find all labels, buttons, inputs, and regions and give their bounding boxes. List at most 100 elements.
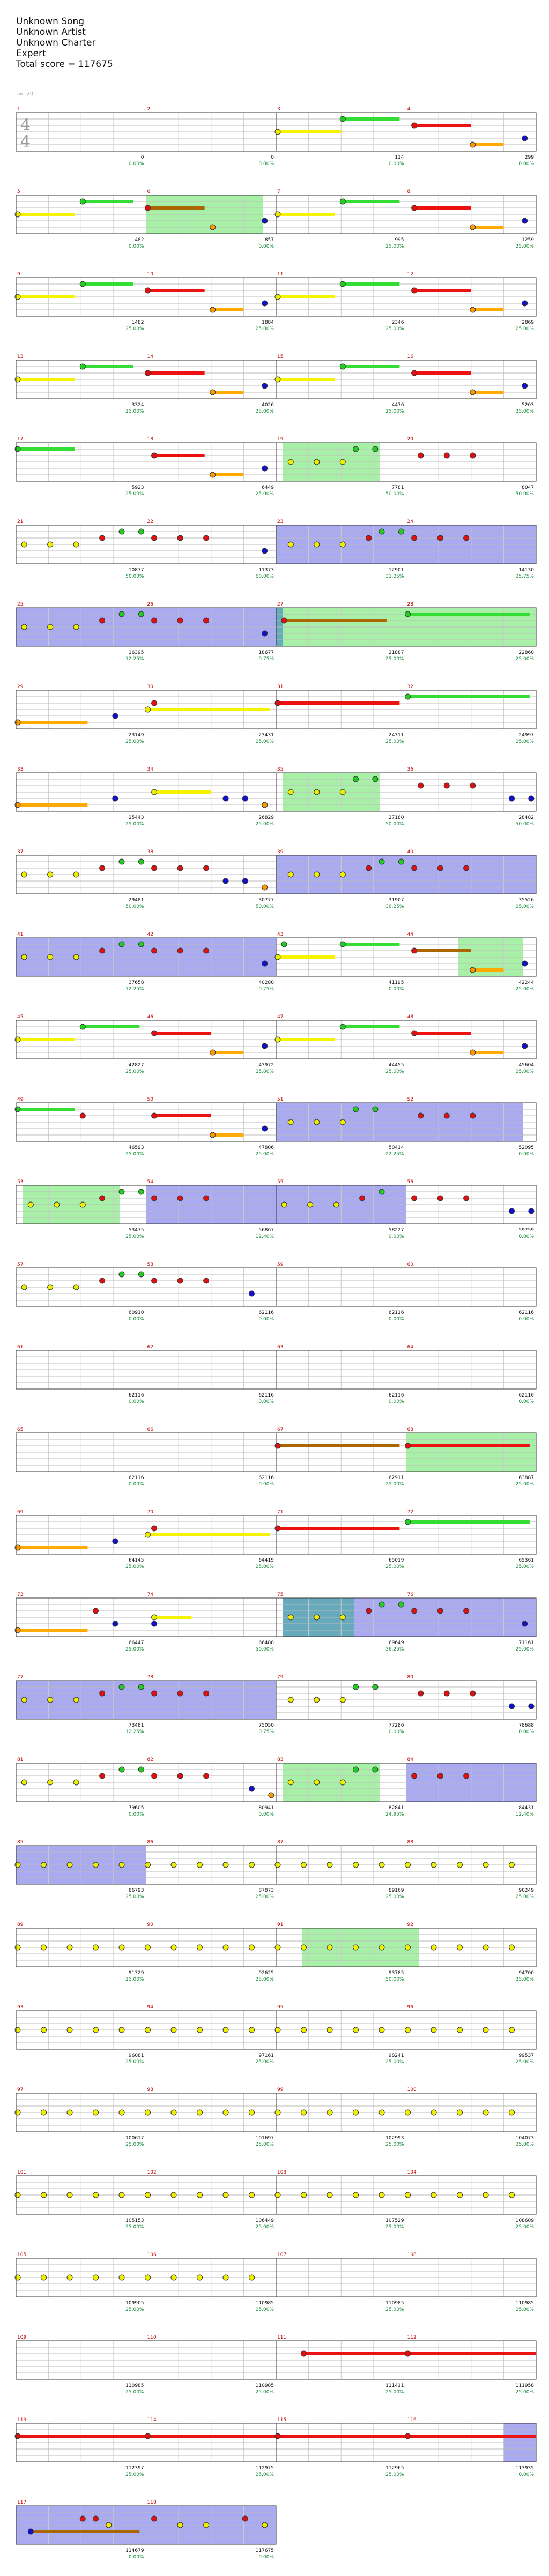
note-gem (405, 1944, 411, 1951)
measure-number: 50 (147, 1097, 154, 1102)
staff-frame (16, 112, 537, 152)
measure-score: 857 (265, 237, 274, 243)
note-gem (222, 2109, 229, 2116)
note-gem (509, 1208, 515, 1214)
staff-frame (16, 525, 537, 564)
note-gem (314, 1697, 320, 1703)
note-gem (99, 947, 106, 954)
measure-score: 46593 (129, 1145, 144, 1151)
measure-number: 32 (407, 684, 413, 690)
measure-score: 99537 (518, 2053, 534, 2058)
note-gem (118, 2274, 125, 2281)
note-gem (262, 383, 268, 389)
measure-number: 94 (147, 2005, 154, 2010)
measure-score: 112397 (125, 2466, 144, 2471)
measure-percent: 25.00% (516, 2142, 535, 2147)
measure-percent: 12.25% (125, 656, 144, 662)
note-gem (145, 287, 151, 294)
note-gem (470, 141, 476, 148)
note-gem (398, 858, 404, 865)
measure-score: 86793 (129, 1888, 144, 1893)
note-gem (203, 1690, 210, 1697)
note-sustain (276, 1038, 335, 1041)
measure-number: 19 (277, 437, 284, 442)
note-gem (197, 1862, 203, 1868)
note-gem (47, 1284, 54, 1290)
note-gem (301, 1944, 307, 1951)
note-sustain (406, 613, 530, 616)
measure-number: 21 (17, 519, 23, 525)
note-gem (93, 2192, 99, 2198)
note-gem (41, 2027, 47, 2033)
measure-percent: 25.00% (125, 2472, 144, 2477)
note-gem (99, 865, 106, 871)
measure-number: 60 (407, 1262, 414, 1267)
measure-number: 30 (147, 684, 154, 690)
measure-score: 108609 (516, 2218, 535, 2223)
note-gem (443, 782, 450, 789)
note-gem (138, 858, 144, 865)
note-gem (418, 1112, 424, 1119)
note-gem (457, 2027, 463, 2033)
staff-frame (16, 360, 537, 399)
measure-percent: 25.75% (516, 574, 535, 579)
note-gem (151, 1278, 158, 1284)
note-gem (353, 1106, 359, 1112)
note-gem (170, 2027, 177, 2033)
note-gem (431, 1944, 437, 1951)
measure-score: 84431 (518, 1805, 534, 1811)
measure-number: 116 (407, 2417, 417, 2423)
measure-percent: 12.25% (125, 1729, 144, 1735)
note-gem (437, 865, 443, 871)
note-gem (366, 1608, 372, 1614)
measure-score: 1259 (522, 237, 534, 243)
staff-frame (16, 2175, 537, 2215)
note-gem (242, 2515, 248, 2522)
measure-score: 114679 (125, 2548, 144, 2553)
chart-row: 413765812.25%42402800.75%43411950.00%444… (16, 932, 537, 992)
note-gem (353, 446, 359, 452)
chart-row: 454282725.00%464397225.00%474445525.00%4… (14, 1014, 537, 1074)
note-sustain (211, 391, 244, 394)
note-sustain (276, 955, 335, 959)
note-gem (372, 446, 379, 452)
measure-score: 62116 (258, 1475, 274, 1481)
note-gem (118, 858, 125, 865)
measure-score: 77286 (389, 1723, 404, 1728)
note-gem (314, 871, 320, 878)
measure-percent: 0.00% (258, 1317, 274, 1322)
measure-score: 90249 (518, 1888, 534, 1893)
measure-score: 10877 (129, 568, 144, 573)
measure-percent: 25.00% (385, 2307, 404, 2312)
note-sustain (471, 1051, 504, 1054)
note-gem (431, 2192, 437, 2198)
note-gem (79, 281, 86, 287)
measure-percent: 25.00% (385, 244, 404, 249)
note-gem (411, 370, 418, 376)
note-gem (353, 2109, 359, 2116)
chart-row: 81796050.00%82809410.00%838284124.95%848… (16, 1757, 537, 1817)
note-sustain (16, 1546, 88, 1549)
song-title: Unknown Song (16, 16, 85, 27)
note-gem (301, 1862, 307, 1868)
measure-percent: 25.00% (125, 2224, 144, 2230)
note-sustain (341, 282, 400, 286)
measure-number: 73 (17, 1592, 23, 1597)
measure-percent: 31.25% (385, 574, 404, 579)
note-gem (274, 376, 281, 383)
measure-number: 82 (147, 1757, 153, 1763)
measure-number: 85 (17, 1840, 23, 1845)
measure-number: 48 (407, 1014, 414, 1020)
note-gem (203, 617, 210, 624)
